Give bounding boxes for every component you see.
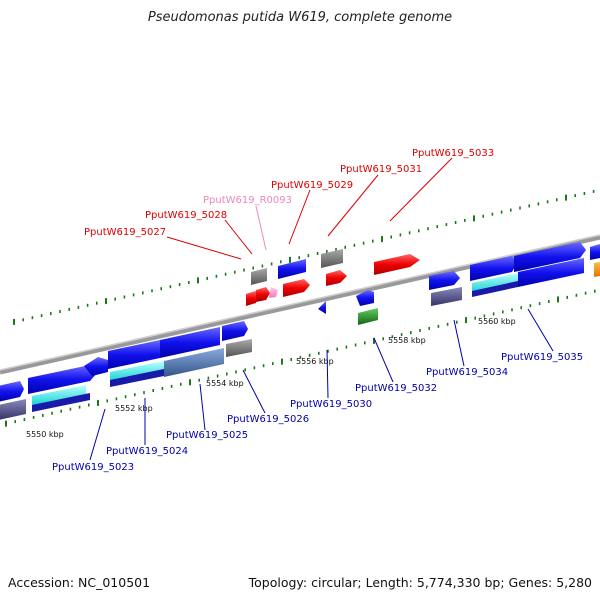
gene-feature bbox=[246, 291, 256, 306]
genes-middle[interactable] bbox=[246, 249, 420, 325]
gene-feature bbox=[110, 369, 164, 387]
scale-ticks bbox=[5, 189, 596, 427]
gene-feature bbox=[321, 249, 343, 268]
map-title: Pseudomonas putida W619, complete genome bbox=[147, 10, 453, 25]
gene-feature bbox=[472, 281, 518, 297]
gene-feature bbox=[431, 287, 462, 306]
gene-feature bbox=[326, 270, 347, 286]
gene-feature bbox=[256, 287, 270, 302]
gene-feature bbox=[226, 339, 252, 357]
gene-label-r0093: PputW619_R0093 bbox=[203, 195, 292, 206]
gene-label-5023: PputW619_5023 bbox=[52, 462, 134, 473]
gene-feature bbox=[356, 290, 374, 306]
gene-feature bbox=[84, 357, 108, 376]
gene-label-5028: PputW619_5028 bbox=[145, 210, 227, 221]
gene-feature bbox=[518, 258, 584, 287]
bottom-gene-labels[interactable]: PputW619_5023 PputW619_5024 PputW619_502… bbox=[52, 352, 583, 473]
scale-label-5556: 5556 kbp bbox=[296, 357, 334, 366]
scale-labels: 5550 kbp 5552 kbp 5554 kbp 5556 kbp 5558… bbox=[26, 317, 516, 439]
gene-feature bbox=[28, 365, 98, 394]
scale-label-5560: 5560 kbp bbox=[478, 317, 516, 326]
gene-feature bbox=[374, 254, 420, 275]
scale-label-5558: 5558 kbp bbox=[388, 336, 426, 345]
gene-feature bbox=[160, 327, 220, 358]
gene-feature bbox=[32, 393, 90, 412]
gene-feature bbox=[0, 381, 24, 402]
gene-label-5031: PputW619_5031 bbox=[340, 164, 422, 175]
gene-feature bbox=[514, 242, 586, 272]
gene-feature bbox=[108, 340, 160, 369]
gene-label-5032: PputW619_5032 bbox=[355, 383, 437, 394]
genes-lower[interactable] bbox=[0, 321, 252, 420]
gene-label-5033: PputW619_5033 bbox=[412, 148, 494, 159]
gene-feature bbox=[283, 279, 310, 297]
gene-label-5035: PputW619_5035 bbox=[501, 352, 583, 363]
gene-feature bbox=[470, 256, 517, 281]
accession-text: Accession: NC_010501 bbox=[8, 575, 151, 590]
leader-lines bbox=[89, 157, 554, 461]
gene-feature bbox=[278, 259, 306, 279]
gene-feature bbox=[269, 287, 278, 298]
topology-text: Topology: circular; Length: 5,774,330 bp… bbox=[248, 575, 592, 590]
gene-feature bbox=[164, 348, 224, 377]
gene-label-5024: PputW619_5024 bbox=[106, 446, 188, 457]
gene-feature bbox=[590, 244, 600, 260]
gene-label-5034: PputW619_5034 bbox=[426, 367, 508, 378]
gene-label-5027: PputW619_5027 bbox=[84, 227, 166, 238]
gene-feature bbox=[358, 308, 378, 325]
gene-feature bbox=[251, 268, 267, 285]
gene-feature bbox=[318, 301, 326, 314]
scale-label-5554: 5554 kbp bbox=[206, 379, 244, 388]
gene-label-5025: PputW619_5025 bbox=[166, 430, 248, 441]
gene-feature bbox=[0, 399, 26, 420]
scale-label-5550: 5550 kbp bbox=[26, 430, 64, 439]
gene-feature bbox=[594, 262, 600, 277]
gene-label-5029: PputW619_5029 bbox=[271, 180, 353, 191]
scale-label-5552: 5552 kbp bbox=[115, 404, 153, 413]
top-gene-labels[interactable]: PputW619_5027 PputW619_5028 PputW619_R00… bbox=[84, 148, 494, 238]
gene-feature bbox=[222, 321, 248, 341]
gene-feature bbox=[429, 271, 460, 290]
genes-right[interactable] bbox=[429, 242, 600, 306]
gene-label-5030: PputW619_5030 bbox=[290, 399, 372, 410]
gene-label-5026: PputW619_5026 bbox=[227, 414, 309, 425]
